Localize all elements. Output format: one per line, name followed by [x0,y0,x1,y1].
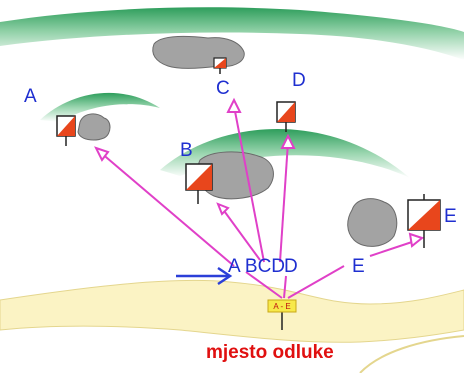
control-flag-d [276,101,296,132]
direction-arrow [176,266,233,286]
route-lines [99,105,419,299]
label-control-e: E [444,206,457,227]
decision-sign: A - E [267,299,297,330]
route-to-d [279,141,289,263]
arrowhead-d [280,133,296,149]
arrowhead-a [94,146,110,162]
route-arrowheads [94,97,425,248]
route-to-e [369,239,419,257]
label-control-a: A [24,86,37,107]
label-control-b: B [180,140,193,161]
rock-right [347,198,398,247]
arrowhead-b [216,202,230,216]
label-route-d: D [284,256,298,277]
control-flag-e [407,194,441,248]
decision-point-label: mjesto odluke [206,342,334,363]
control-flag-b [185,163,213,204]
label-control-c: C [216,78,230,99]
route-to-c [233,105,265,263]
control-flag-a [56,115,76,146]
route-to-a-low [245,271,283,299]
trail-lower-edge [359,335,464,373]
route-to-a [99,151,235,267]
trail [0,279,464,343]
label-route-abc: A BCD [228,256,285,277]
hill-left [40,92,160,122]
label-route-e: E [352,256,365,277]
route-to-b [221,207,261,261]
route-to-bcd-low [283,275,287,299]
route-to-e-low [287,265,345,299]
rock-top [152,35,245,69]
label-control-d: D [292,70,306,91]
arrowhead-e [408,232,425,248]
hill-top [0,7,464,61]
rock-left [77,113,111,141]
control-flag-c [213,57,227,74]
hill-middle [160,129,410,178]
decision-sign-text: A - E [273,302,290,311]
arrowhead-c [226,97,242,113]
